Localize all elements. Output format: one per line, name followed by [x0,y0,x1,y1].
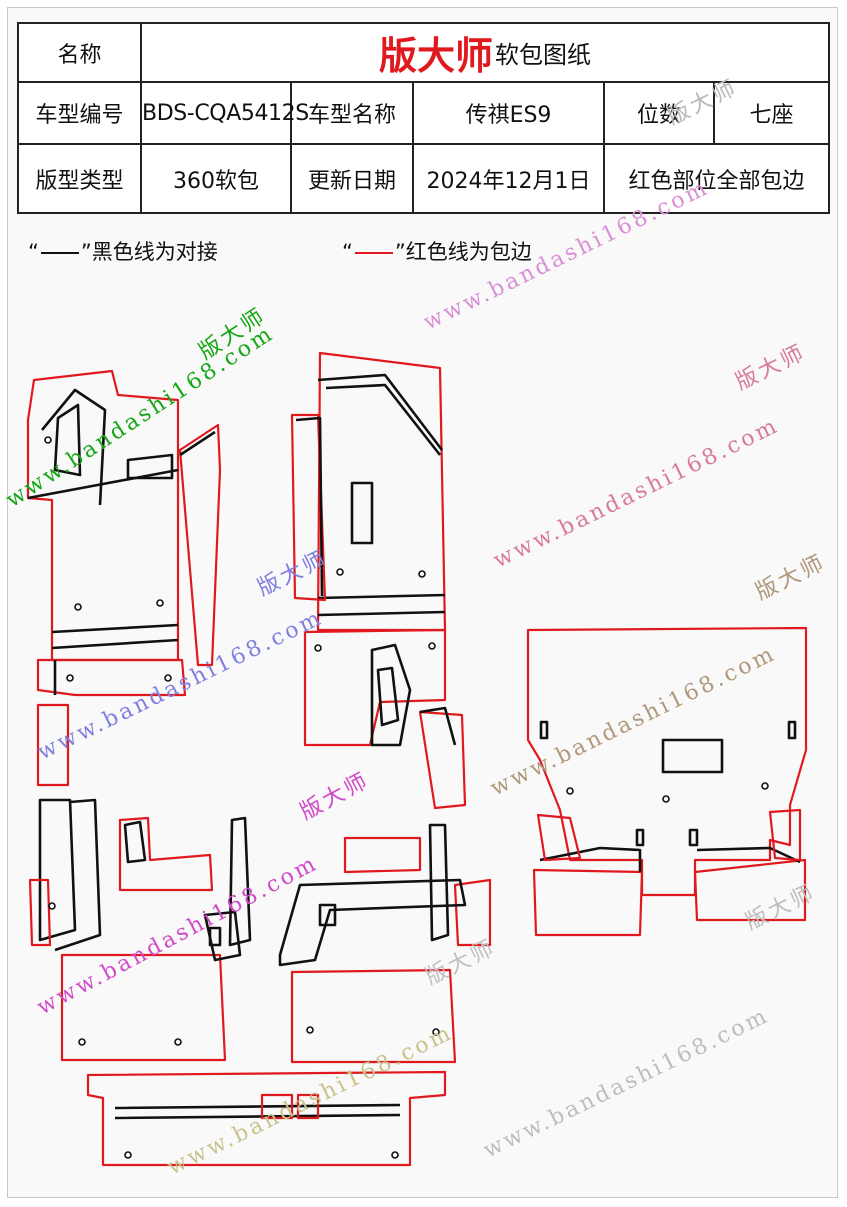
svg-text:版大师: 版大师 [752,550,830,605]
mat-center-console [303,628,467,810]
legend-red: “”红色线为包边 [342,240,532,264]
watermark-magenta: www.bandashi168.com [33,851,322,1021]
svg-text:版大师: 版大师 [742,880,820,935]
watermark-pink-mid: www.bandashi168.com [490,413,784,573]
black-line-sample [40,252,79,254]
info-table: 名称 版大师软包图纸 车型编号 BDS-CQA5412S 车型名称 传祺ES9 … [17,22,831,214]
mat-second-right [203,823,492,1064]
mat-rear-trunk [526,626,808,937]
legend-black: “”黑色线为对接 [28,240,218,264]
mat-second-left [28,798,252,1062]
seats-label: 位数 [603,81,715,145]
seats-value: 七座 [712,81,831,145]
watermark-green: www.bandashi168.com [2,321,279,513]
watermark-gray-right: www.bandashi168.com [480,1003,774,1163]
model-code-label: 车型编号 [17,81,142,145]
layout-type: 360软包 [140,143,292,214]
svg-text:版大师: 版大师 [254,546,332,601]
svg-text:版大师: 版大师 [296,768,374,825]
mat-third-row [86,1070,447,1167]
red-line-sample [354,252,393,254]
svg-text:版大师: 版大师 [422,935,500,990]
watermark-blue-left: www.bandashi168.com [34,605,328,765]
watermark-brown-right: www.bandashi168.com [487,641,781,801]
mat-front-right [290,351,447,632]
layout-type-label: 版型类型 [17,143,142,214]
brand-title: 版大师 [379,34,494,78]
svg-text:版大师: 版大师 [664,75,742,130]
update-date: 2024年12月1日 [412,143,605,214]
binding-note: 红色部位全部包边 [602,143,831,214]
doc-type: 软包图纸 [495,41,592,69]
svg-text:版大师: 版大师 [732,340,810,395]
model-code: BDS-CQA5412S [140,81,309,145]
watermark-olive-bottom: www.bandashi168.com [164,1020,458,1180]
watermark-pink-top: www.bandashi168.com [420,175,714,335]
update-date-label: 更新日期 [290,143,414,214]
model-name: 传祺ES9 [412,81,605,145]
model-name-label: 车型名称 [290,81,414,145]
title-cell: 版大师软包图纸 [139,22,831,83]
name-label: 名称 [17,22,142,83]
mat-left-strip [36,658,187,787]
